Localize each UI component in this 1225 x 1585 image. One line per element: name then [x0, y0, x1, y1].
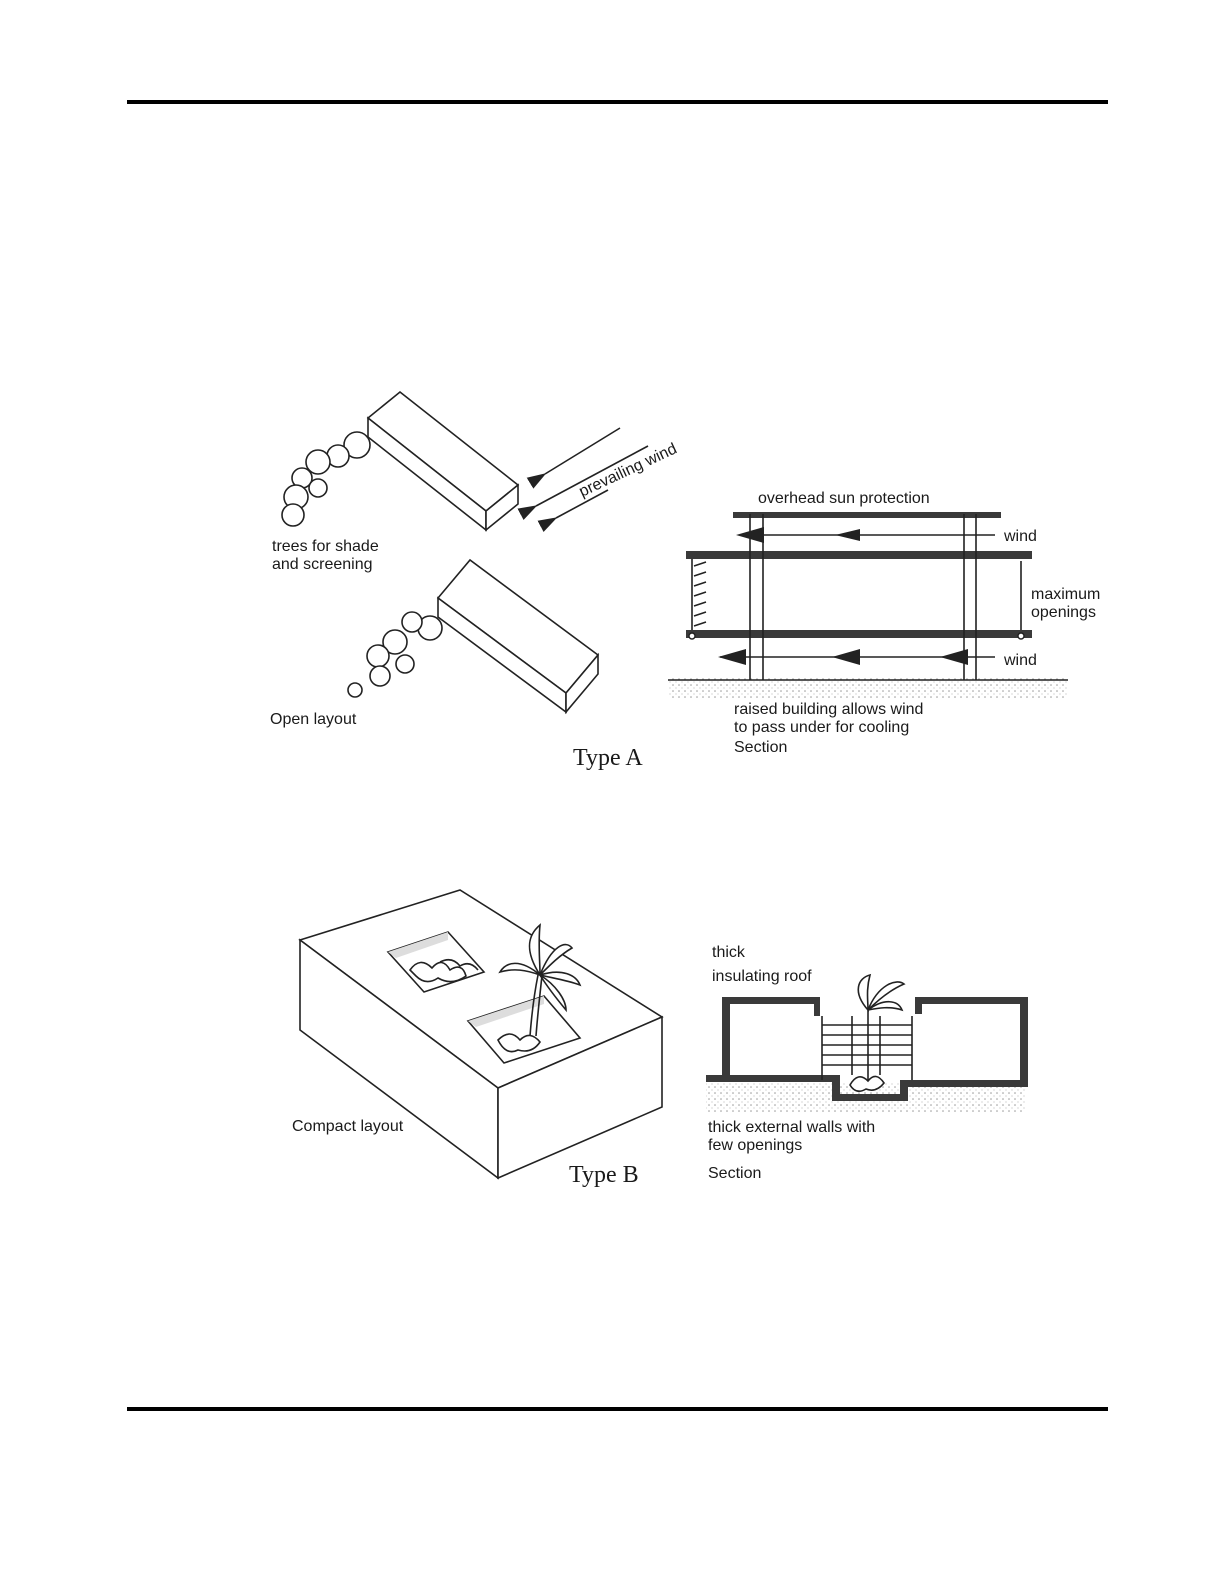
section-b-label: Section: [708, 1165, 761, 1182]
trees-upper: [282, 432, 370, 526]
type-a-section: overhead sun protection wind wind maximu…: [668, 490, 1100, 756]
open-layout-label: Open layout: [270, 711, 357, 728]
walls-label-line2: few openings: [708, 1137, 802, 1154]
building-block-upper: [368, 392, 518, 530]
type-b-caption: Type B: [569, 1162, 639, 1188]
ground-a: [668, 678, 1068, 698]
compact-layout-label: Compact layout: [292, 1118, 404, 1135]
type-b-plan: Compact layout: [292, 890, 662, 1178]
columns: [750, 514, 976, 680]
overhead-sun-protection: [733, 512, 1001, 518]
roof-label-line1: thick: [712, 944, 746, 961]
section-a-label: Section: [734, 739, 787, 756]
trees-label-line2: and screening: [272, 556, 373, 573]
type-a-plan: prevailing wind trees for shade and scre…: [270, 392, 680, 728]
type-a-caption: Type A: [573, 745, 643, 771]
stair-lines: [822, 1016, 912, 1080]
floor-slab: [686, 630, 1032, 638]
wind-arrows-top: [736, 527, 995, 543]
building-block-lower: [438, 560, 598, 712]
openings-label-line2: openings: [1031, 604, 1096, 621]
pivot-right: [1018, 633, 1024, 639]
openings-label-line1: maximum: [1031, 586, 1100, 603]
roof-slab: [686, 551, 1032, 559]
raised-label-line2: to pass under for cooling: [734, 719, 909, 736]
prevailing-wind-label: prevailing wind: [577, 440, 680, 500]
wind-top-label: wind: [1003, 528, 1037, 545]
wind-arrows-bottom: [718, 649, 995, 665]
pivot-left: [689, 633, 695, 639]
walls-label-line1: thick external walls with: [708, 1119, 875, 1136]
trees-label-line1: trees for shade: [272, 538, 379, 555]
type-b-section: thick insulating roof thick external wal…: [706, 944, 1028, 1182]
trees-lower: [348, 612, 442, 697]
wind-bottom-label: wind: [1003, 652, 1037, 669]
section-palm: [850, 975, 904, 1091]
screen-hatch: [692, 559, 706, 630]
raised-label-line1: raised building allows wind: [734, 701, 923, 718]
sun-protection-label: overhead sun protection: [758, 490, 930, 507]
roof-label-line2: insulating roof: [712, 968, 812, 985]
